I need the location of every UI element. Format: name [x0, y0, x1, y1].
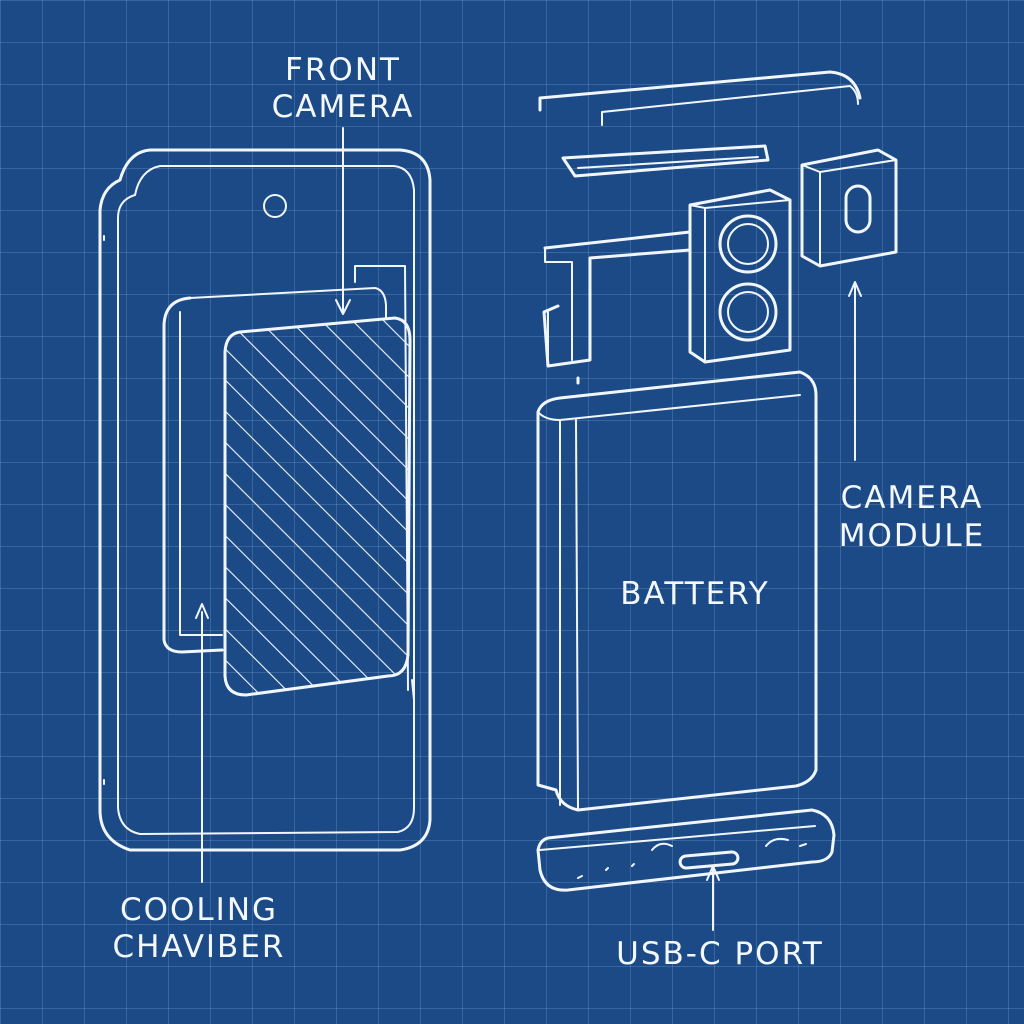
usb-c-leader: [706, 865, 720, 931]
usb-c-port: [678, 850, 740, 870]
battery-label: BATTERY: [620, 576, 769, 612]
cooling-chamber: [223, 316, 412, 697]
bottom-module: [536, 808, 836, 892]
usb-c-port-label: USB-C PORT: [616, 936, 824, 972]
front-camera-label-line2: CAMERA: [272, 89, 415, 125]
camera-module-label-line1: CAMERA: [841, 480, 984, 516]
cooling-chamber-label-line2: CHAVIBER: [113, 929, 286, 965]
front-camera-lens: [263, 194, 287, 218]
bracket: [542, 230, 692, 368]
battery: [536, 370, 818, 812]
camera-module-leader: [848, 281, 862, 461]
camera-module-box: [800, 148, 898, 268]
front-camera-label-line1: FRONT: [285, 52, 401, 88]
cooling-chamber-label-line1: COOLING: [120, 892, 278, 928]
camera-module-label-line2: MODULE: [839, 518, 986, 554]
dual-camera-block: [688, 188, 792, 364]
top-strip: [561, 144, 770, 178]
front-camera-leader: [335, 127, 351, 315]
phone-frame: [98, 148, 432, 852]
top-cover: [538, 70, 862, 126]
cooling-chamber-leader: [195, 603, 209, 883]
